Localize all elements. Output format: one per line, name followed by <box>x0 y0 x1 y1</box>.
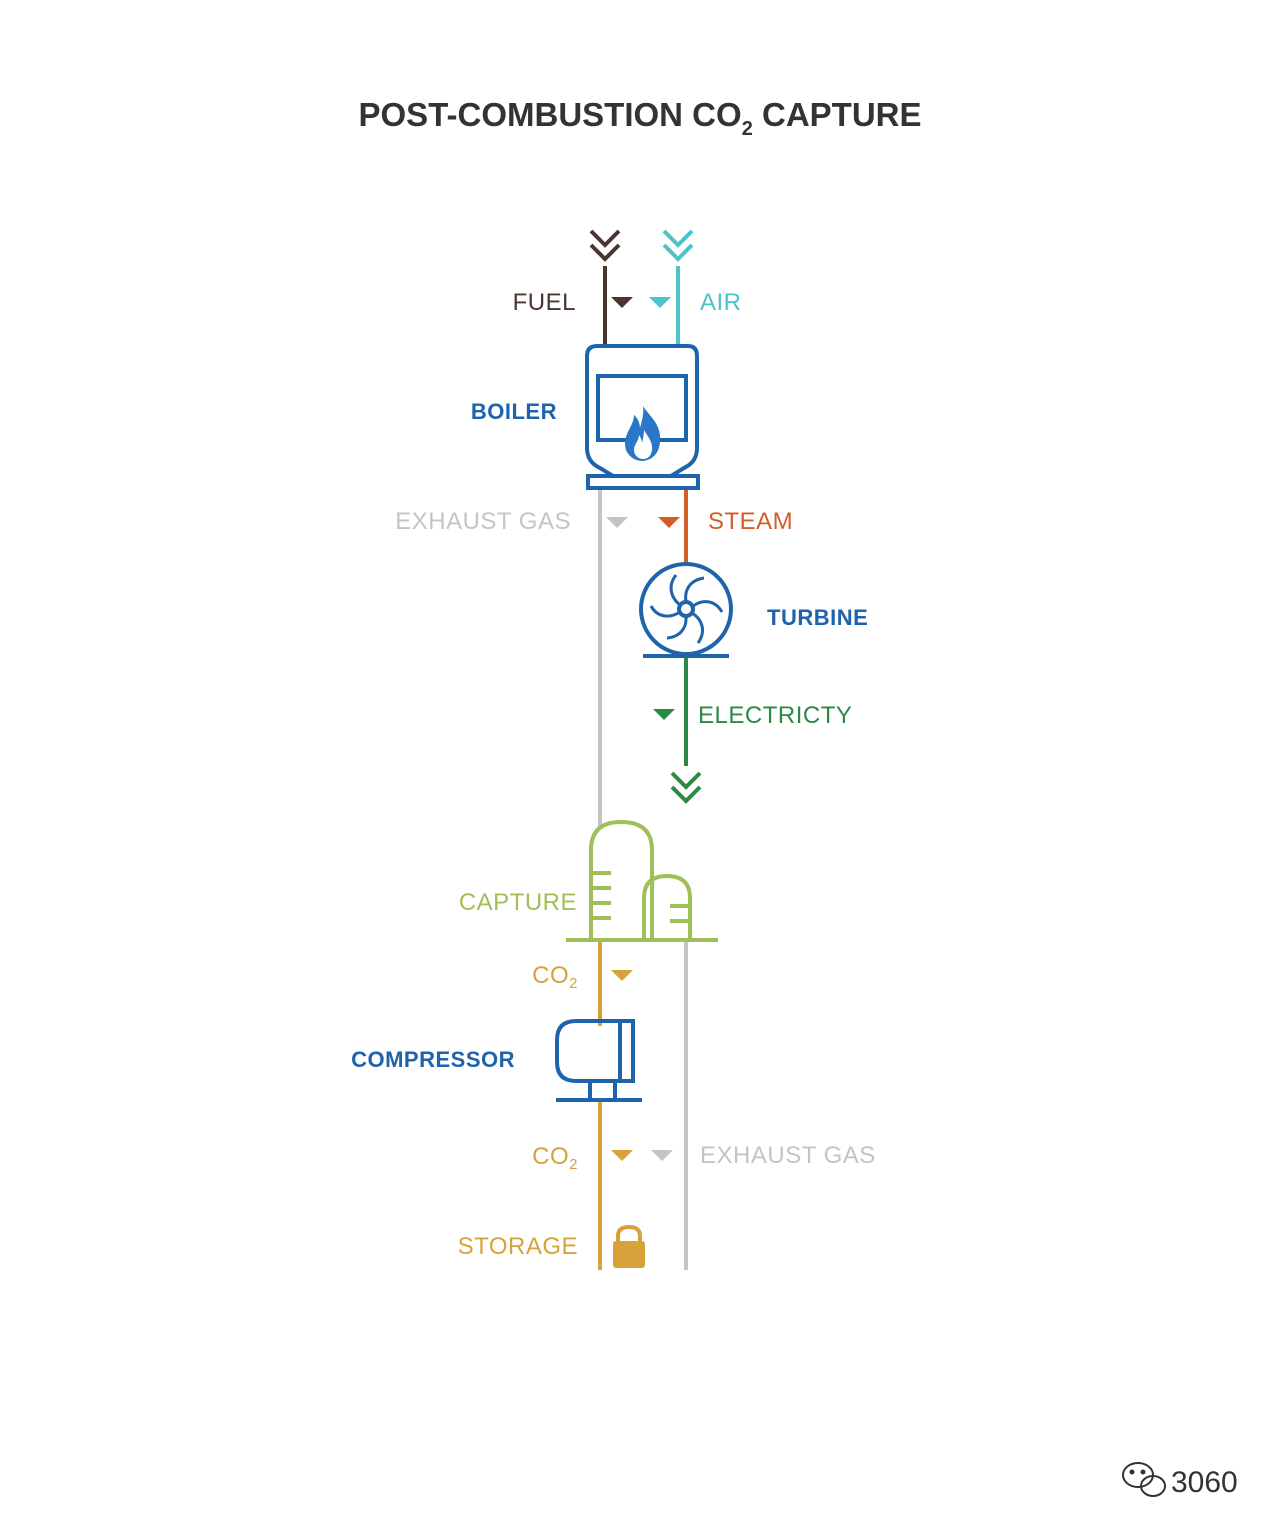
co2-label-2: CO2 <box>532 1143 578 1173</box>
compressor-label: COMPRESSOR <box>351 1047 515 1072</box>
flame-icon <box>625 406 661 461</box>
turbine-fan-icon <box>639 562 733 658</box>
turbine-label: TURBINE <box>767 605 868 630</box>
title-main: POST-COMBUSTION CO <box>359 96 742 133</box>
electricity-label: ELECTRICTY <box>698 702 852 729</box>
co2-label-2-sub: 2 <box>569 1156 578 1173</box>
air-line <box>662 229 694 346</box>
electricity-line <box>670 658 702 804</box>
co2-arrow-1 <box>611 970 633 981</box>
co2-label-1: CO2 <box>532 962 578 992</box>
exhaust-gas-label-bottom: EXHAUST GAS <box>700 1142 876 1169</box>
air-label: AIR <box>700 289 742 316</box>
co2-arrow-2 <box>611 1150 633 1161</box>
watermark-text: 3060 <box>1171 1466 1238 1499</box>
wechat-icon <box>1122 1462 1166 1497</box>
title-tail: CAPTURE <box>753 96 922 133</box>
chevron-down-icon <box>589 229 621 248</box>
steam-arrow <box>658 517 680 528</box>
chevron-down-icon <box>662 243 694 262</box>
exhaust-arrow-top <box>606 517 628 528</box>
co2-label-1-sub: 2 <box>569 975 578 992</box>
boiler-label: BOILER <box>471 399 557 424</box>
steam-label: STEAM <box>708 508 793 535</box>
chevron-down-icon <box>670 771 702 790</box>
air-arrow <box>649 297 671 308</box>
electricity-arrow <box>653 709 675 720</box>
exhaust-gas-label-top: EXHAUST GAS <box>395 508 571 535</box>
compressor-icon <box>555 1019 642 1102</box>
exhaust-arrow-bottom <box>651 1150 673 1161</box>
title-subscript: 2 <box>742 118 753 140</box>
storage-label: STORAGE <box>458 1233 578 1260</box>
co2-label-1-main: CO <box>532 962 569 989</box>
fuel-label: FUEL <box>513 289 576 316</box>
page-title: POST-COMBUSTION CO2 CAPTURE <box>359 96 922 140</box>
chevron-down-icon <box>670 785 702 804</box>
chevron-down-icon <box>662 229 694 248</box>
fuel-arrow <box>611 297 633 308</box>
boiler-icon <box>585 344 700 490</box>
fuel-line <box>589 229 621 346</box>
lock-icon <box>613 1224 645 1268</box>
capture-tower-icon <box>566 819 718 942</box>
chevron-down-icon <box>589 243 621 262</box>
capture-label: CAPTURE <box>459 889 577 916</box>
co2-label-2-main: CO <box>532 1143 569 1170</box>
